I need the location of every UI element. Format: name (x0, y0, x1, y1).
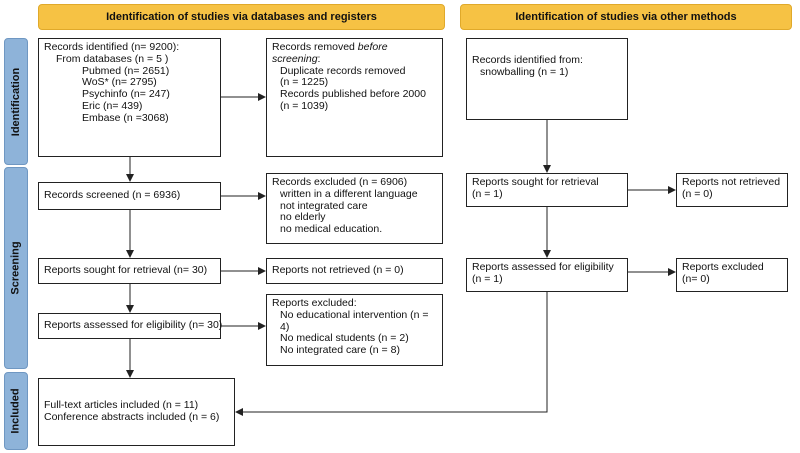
excluded-no-elderly: no elderly (280, 211, 326, 224)
header-databases: Identification of studies via databases … (38, 4, 445, 30)
reports-not-retrieved-text: Reports not retrieved (n = 0) (272, 264, 404, 276)
other-sought-box: Reports sought for retrieval (n = 1) (466, 173, 628, 207)
included-box: Full-text articles included (n = 11) Con… (38, 378, 235, 446)
reports-excluded-title: Reports excluded: (272, 297, 357, 309)
other-sought-count: (n = 1) (472, 187, 503, 200)
other-identified-box: Records identified from: snowballing (n … (466, 38, 628, 120)
records-removed-box: Records removed before screening: Duplic… (266, 38, 443, 157)
header-other-methods: Identification of studies via other meth… (460, 4, 792, 30)
other-assessed-box: Reports assessed for eligibility (n = 1) (466, 258, 628, 292)
excluded-not-integrated: not integrated care (280, 199, 368, 212)
reports-assessed-text: Reports assessed for eligibility (n= 30) (44, 319, 223, 331)
reports-not-retrieved-box: Reports not retrieved (n = 0) (266, 258, 443, 284)
full-text-included: Full-text articles included (n = 11) (44, 399, 199, 411)
other-excluded-count: (n= 0) (682, 272, 710, 285)
header-other-text: Identification of studies via other meth… (515, 11, 737, 23)
phase-included: Included (4, 372, 28, 450)
other-assessed-title: Reports assessed for eligibility (472, 261, 614, 273)
duplicates-count: (n = 1225) (280, 76, 329, 89)
excluded-no-intervention: No educational intervention (n = 4) (280, 308, 429, 333)
reports-sought-box: Reports sought for retrieval (n= 30) (38, 258, 221, 284)
reports-assessed-box: Reports assessed for eligibility (n= 30) (38, 313, 223, 339)
records-removed-title: Records removed before (272, 41, 388, 53)
reports-sought-text: Reports sought for retrieval (n= 30) (44, 264, 208, 276)
header-databases-text: Identification of studies via databases … (106, 11, 377, 23)
database-eric: Eric (n= 439) (82, 99, 143, 112)
other-not-retrieved-box: Reports not retrieved (n = 0) (676, 173, 788, 207)
records-excluded-box: Records excluded (n = 6906) written in a… (266, 173, 443, 244)
database-embase: Embase (n =3068) (82, 111, 169, 124)
records-removed-title-cont: screening: (272, 52, 321, 65)
other-not-retrieved-count: (n = 0) (682, 187, 713, 200)
reports-excluded-box: Reports excluded: No educational interve… (266, 294, 443, 366)
database-pubmed: Pubmed (n= 2651) (82, 64, 170, 77)
records-screened-text: Records screened (n = 6936) (44, 189, 181, 201)
abstracts-included: Conference abstracts included (n = 6) (44, 410, 220, 423)
phase-screening: Screening (4, 167, 28, 369)
pre-2000-count: (n = 1039) (280, 99, 329, 112)
duplicates-removed: Duplicate records removed (280, 64, 406, 77)
records-screened-box: Records screened (n = 6936) (38, 182, 221, 210)
database-psychinfo: Psychinfo (n= 247) (82, 88, 170, 101)
arrow-other-assessed-to-included (235, 292, 548, 416)
records-identified-box: Records identified (n= 9200): From datab… (38, 38, 221, 157)
phase-identification: Identification (4, 38, 28, 165)
excluded-language: written in a different language (280, 187, 418, 200)
database-wos: WoS* (n= 2795) (82, 76, 157, 89)
from-databases: From databases (n = 5 ) (56, 52, 169, 65)
records-identified-title: Records identified (n= 9200): (44, 41, 180, 53)
pre-2000-removed: Records published before 2000 (280, 88, 426, 101)
excluded-no-med-education: no medical education. (280, 223, 383, 236)
other-snowballing: snowballing (n = 1) (480, 65, 569, 78)
other-not-retrieved-title: Reports not retrieved (682, 176, 781, 188)
excluded-no-integrated-care: No integrated care (n = 8) (280, 344, 400, 357)
records-excluded-title: Records excluded (n = 6906) (272, 176, 408, 188)
other-identified-title: Records identified from: (472, 54, 583, 66)
excluded-no-students: No medical students (n = 2) (280, 332, 409, 345)
other-excluded-title: Reports excluded (682, 261, 764, 273)
other-assessed-count: (n = 1) (472, 272, 503, 285)
other-sought-title: Reports sought for retrieval (472, 176, 599, 188)
other-excluded-box: Reports excluded (n= 0) (676, 258, 788, 292)
